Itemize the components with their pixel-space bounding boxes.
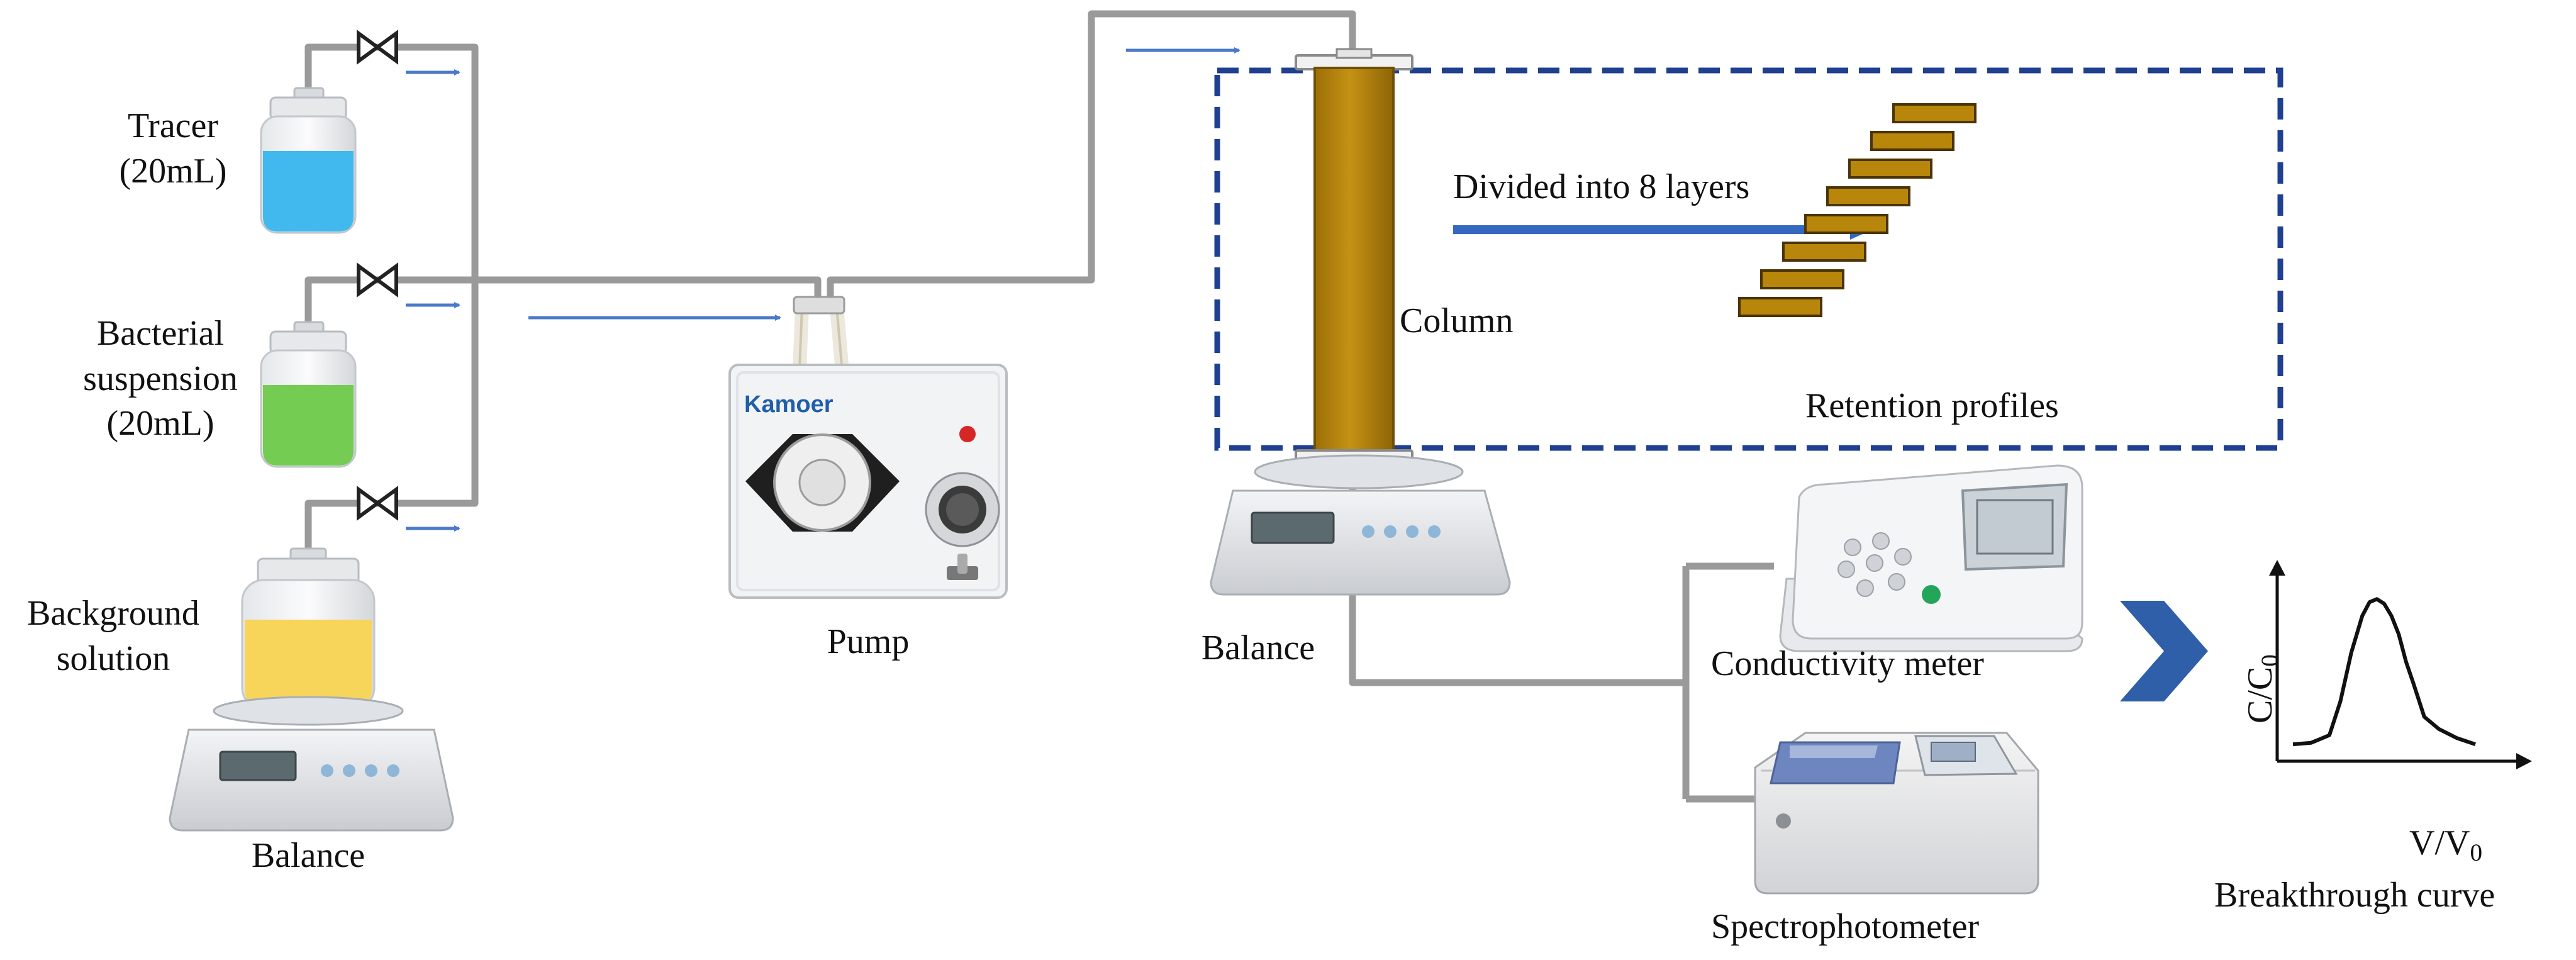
balance-left-label: Balance (251, 836, 365, 875)
column-label: Column (1400, 301, 1514, 340)
background-label-line2: solution (56, 639, 170, 678)
y-axis-label-sub: 0 (2256, 654, 2283, 667)
breakthrough-label: Breakthrough curve (2214, 876, 2495, 915)
chevron-right-icon (2120, 601, 2208, 701)
pump-to-column-tube (827, 10, 1356, 302)
spectrophotometer-icon[interactable] (1754, 732, 2039, 895)
retention-layer (1760, 269, 1844, 289)
retention-layer (1870, 131, 1954, 151)
valve-icon[interactable] (357, 30, 398, 65)
bacterial-label: Bacterial suspension (20mL) (60, 311, 261, 447)
background-bottle (241, 547, 376, 710)
y-axis-label-main: C/C (2241, 666, 2280, 723)
conductivity-meter-icon[interactable] (1779, 464, 2083, 652)
retention-label: Retention profiles (1805, 386, 2059, 425)
breakthrough-plot (2269, 560, 2532, 769)
pump-switch[interactable] (947, 554, 978, 580)
tracer-label: Tracer (20mL) (94, 104, 252, 194)
pump-brand: Kamoer (744, 391, 834, 418)
valve-icon[interactable] (357, 486, 398, 521)
tubing (304, 10, 1774, 803)
balance-icon (169, 696, 454, 832)
flow-arrows (406, 47, 1241, 532)
bacterial-label-line1: Bacterial (96, 314, 225, 353)
retention-layer (1826, 186, 1910, 206)
y-axis-label: C/C0 (2238, 654, 2286, 723)
retention-layer (1804, 214, 1888, 234)
tracer-label-name: Tracer (127, 106, 219, 145)
pump-speed-knob[interactable] (925, 472, 1000, 547)
background-label-line1: Background (27, 594, 199, 633)
background-tube (304, 500, 475, 554)
x-axis-label-main: V/V (2409, 823, 2470, 862)
bacterial-liquid (263, 385, 354, 466)
retention-layer (1892, 103, 1977, 123)
divided-label: Divided into 8 layers (1453, 167, 1750, 206)
retention-layer (1848, 159, 1932, 179)
bacterial-label-line2: suspension (83, 359, 238, 398)
valve-icon[interactable] (357, 262, 398, 298)
x-axis-label-sub: 0 (2470, 839, 2483, 866)
balance-mid-label: Balance (1201, 628, 1315, 667)
feed-to-pump-tube (475, 276, 822, 302)
pump-label: Pump (827, 622, 910, 661)
x-axis-label: V/V0 (2409, 821, 2482, 869)
pump-icon[interactable]: Kamoer (728, 296, 1008, 599)
tracer-liquid (263, 151, 354, 232)
tracer-label-volume: (20mL) (119, 151, 227, 191)
retention-layer (1738, 297, 1822, 317)
bacterial-tube (304, 276, 475, 327)
tracer-bottle (260, 87, 357, 234)
pump-indicator-light (959, 426, 976, 442)
balance-icon (1210, 454, 1511, 596)
retention-layers (1738, 103, 1977, 317)
retention-layer (1782, 242, 1866, 262)
retention-dashed-box (1214, 67, 2283, 451)
bacterial-label-volume: (20mL) (106, 404, 215, 444)
background-liquid (245, 620, 372, 707)
conductivity-label: Conductivity meter (1711, 644, 1984, 683)
bacterial-bottle (260, 321, 357, 468)
column-body (1313, 67, 1395, 453)
background-label: Background solution (6, 591, 220, 681)
column (1295, 48, 1413, 473)
breakthrough-curve-line (2292, 597, 2476, 747)
spectrophotometer-label: Spectrophotometer (1711, 907, 1980, 946)
